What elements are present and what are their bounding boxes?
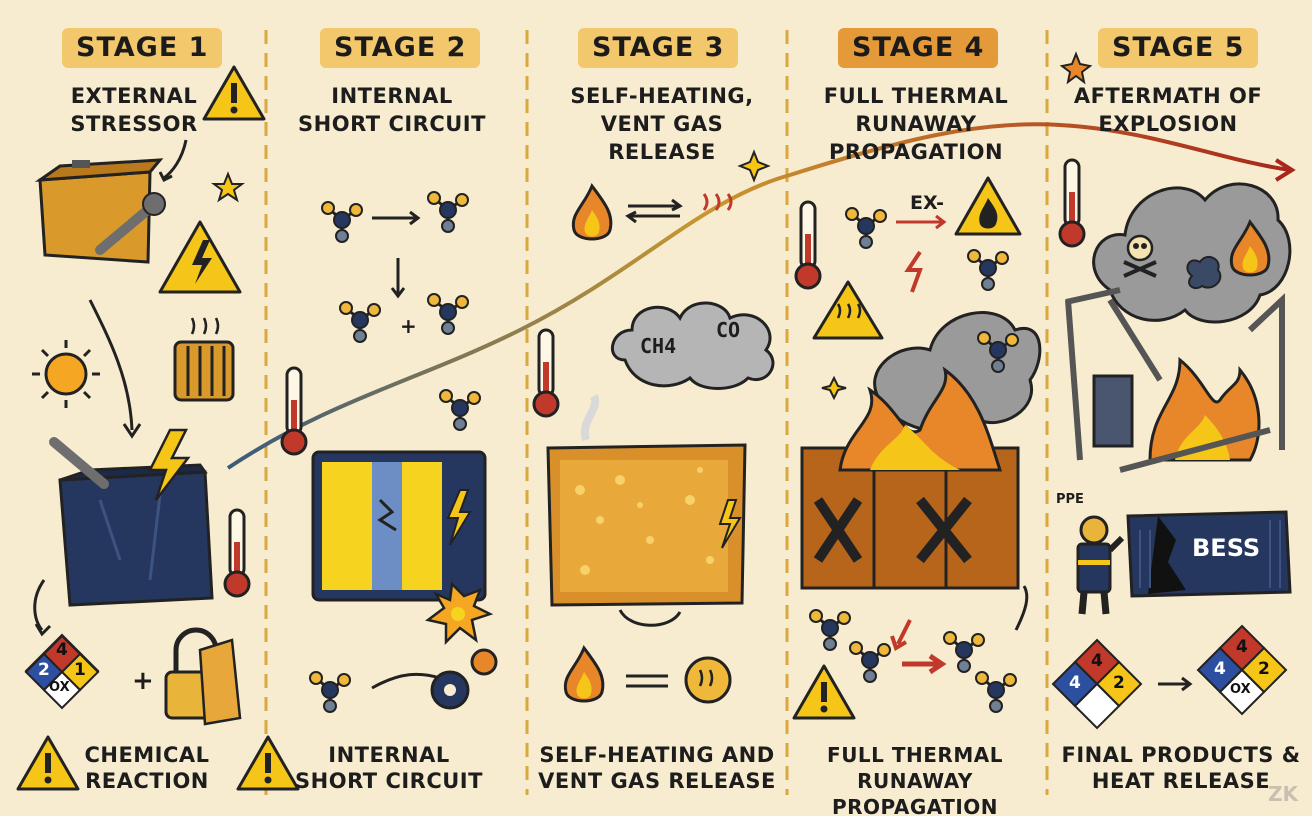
carbon-monoxide-label: CO: [716, 318, 741, 342]
stage-2-badge: STAGE 2: [320, 28, 481, 68]
padlock-tag-icon: [164, 627, 242, 726]
wrench-icon: [95, 192, 166, 255]
stage-4-badge: STAGE 4: [838, 28, 999, 68]
stage-1-badge: STAGE 1: [62, 28, 223, 68]
heater-icon: [173, 317, 235, 402]
hot-surface-warning-icon: [812, 280, 884, 340]
nfpa1-right: 1: [74, 660, 86, 680]
nfpa5a-top: 4: [1091, 651, 1103, 671]
nfpa5b-right: 2: [1258, 659, 1270, 679]
sun-icon: [32, 340, 100, 408]
flammable-warning-icon: [954, 176, 1022, 236]
nfpa5b-top: 4: [1236, 637, 1248, 657]
gas-cloud: [610, 301, 775, 390]
nfpa1-bottom: OX: [49, 680, 70, 695]
methane-label: CH4: [640, 334, 677, 358]
watermark: ZK: [1268, 782, 1298, 806]
firefighter-ppe-icon: [1076, 515, 1125, 615]
nfpa1-top: 4: [56, 640, 68, 660]
gears-icon: [430, 648, 498, 710]
ex-label: EX-: [910, 192, 944, 214]
bess-container: [1126, 510, 1292, 598]
explosion-burst-icon: [425, 581, 494, 646]
heat-coin-icon: [684, 656, 732, 704]
stage-5-bottom-label: FINAL PRODUCTS &HEAT RELEASE: [1061, 743, 1301, 793]
nfpa-diamond-stage5-left: [1051, 638, 1143, 730]
plus-sign-molecules: +: [400, 314, 417, 338]
damaged-battery-icon: [34, 158, 164, 264]
swelling-battery-cell: [546, 443, 747, 607]
nfpa5a-left: 4: [1069, 673, 1081, 693]
nfpa5b-left: 4: [1214, 659, 1226, 679]
crumpled-navy-battery-icon: [58, 463, 214, 607]
lightning-warning-icon: [158, 220, 242, 294]
collapsed-structure: [1065, 287, 1285, 461]
stage-3-title: SELF-HEATING,VENT GAS RELEASE: [570, 84, 754, 164]
nfpa1-left: 2: [38, 660, 50, 680]
debris-fire-icon: [1119, 356, 1271, 473]
nfpa-diamond-stage1: [24, 633, 100, 710]
nfpa-diamond-stage5-right: [1196, 624, 1288, 716]
bess-label: BESS: [1192, 534, 1261, 562]
battery-cell-cross-section: [311, 450, 487, 602]
stage-3-badge: STAGE 3: [578, 28, 739, 68]
skull-crossbones-icon: [1123, 234, 1157, 278]
ppe-label: PPE: [1056, 492, 1084, 507]
nfpa5a-right: 2: [1113, 673, 1125, 693]
explosion-smoke-cloud: [1092, 182, 1292, 324]
stage-5-badge: STAGE 5: [1098, 28, 1259, 68]
nfpa5b-bottom: OX: [1230, 682, 1251, 697]
plus-sign: +: [132, 666, 154, 696]
fire-icon: [838, 366, 1003, 472]
